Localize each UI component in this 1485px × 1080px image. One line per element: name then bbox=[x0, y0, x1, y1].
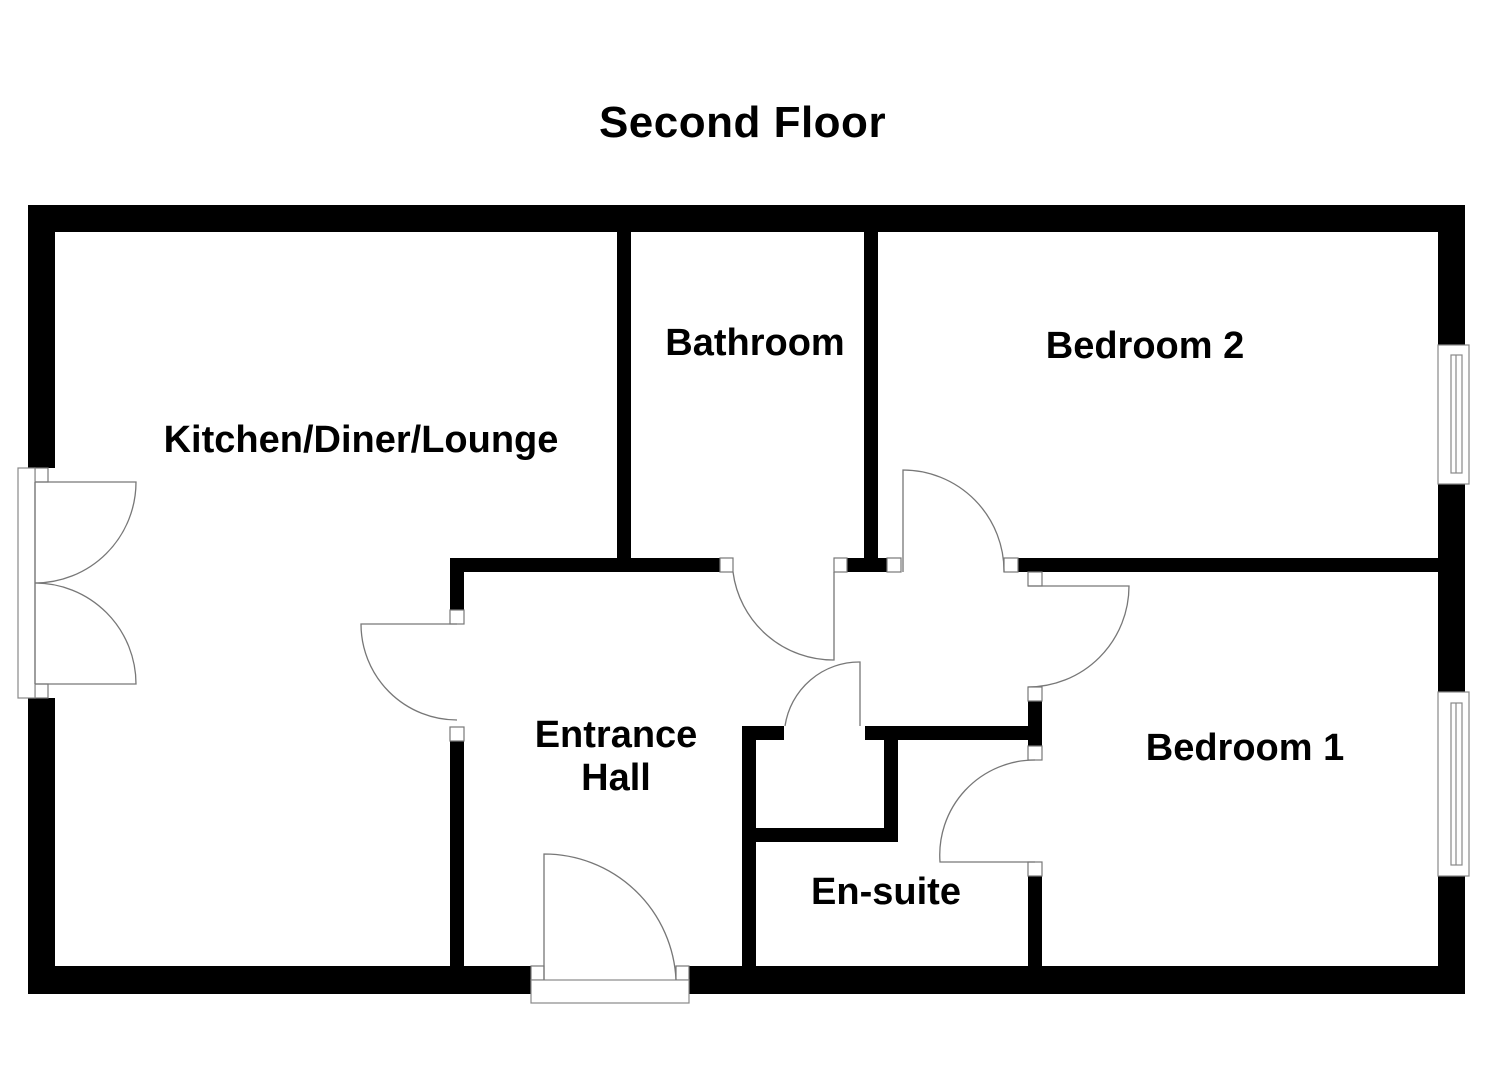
door-bathroom bbox=[732, 571, 835, 661]
room-label-entrance: Entrance bbox=[534, 714, 698, 756]
window-bedroom-1 bbox=[1437, 691, 1470, 877]
room-label-bedroom-1: Bedroom 1 bbox=[1145, 727, 1345, 769]
interior-walls bbox=[450, 230, 1440, 968]
room-label-en-suite: En-suite bbox=[811, 871, 961, 913]
door-bedroom-2 bbox=[902, 469, 1005, 573]
room-label-bathroom: Bathroom bbox=[665, 322, 845, 364]
window-bedroom-2 bbox=[1437, 344, 1470, 485]
floor-title: Second Floor bbox=[598, 98, 887, 147]
door-jambs bbox=[34, 467, 1043, 981]
door-kitchen-patio bbox=[17, 467, 137, 699]
door-cupboard bbox=[784, 661, 861, 727]
door-bedroom-1 bbox=[1027, 585, 1130, 688]
door-ensuite bbox=[939, 759, 1036, 863]
outer-walls bbox=[28, 205, 1465, 994]
room-label-bedroom-2: Bedroom 2 bbox=[1045, 325, 1245, 367]
door-front-entrance bbox=[530, 853, 690, 1004]
room-label-kitchen-diner-lounge: Kitchen/Diner/Lounge bbox=[163, 419, 559, 461]
door-kitchen-hall bbox=[360, 623, 458, 721]
room-label-hall: Hall bbox=[581, 757, 651, 799]
